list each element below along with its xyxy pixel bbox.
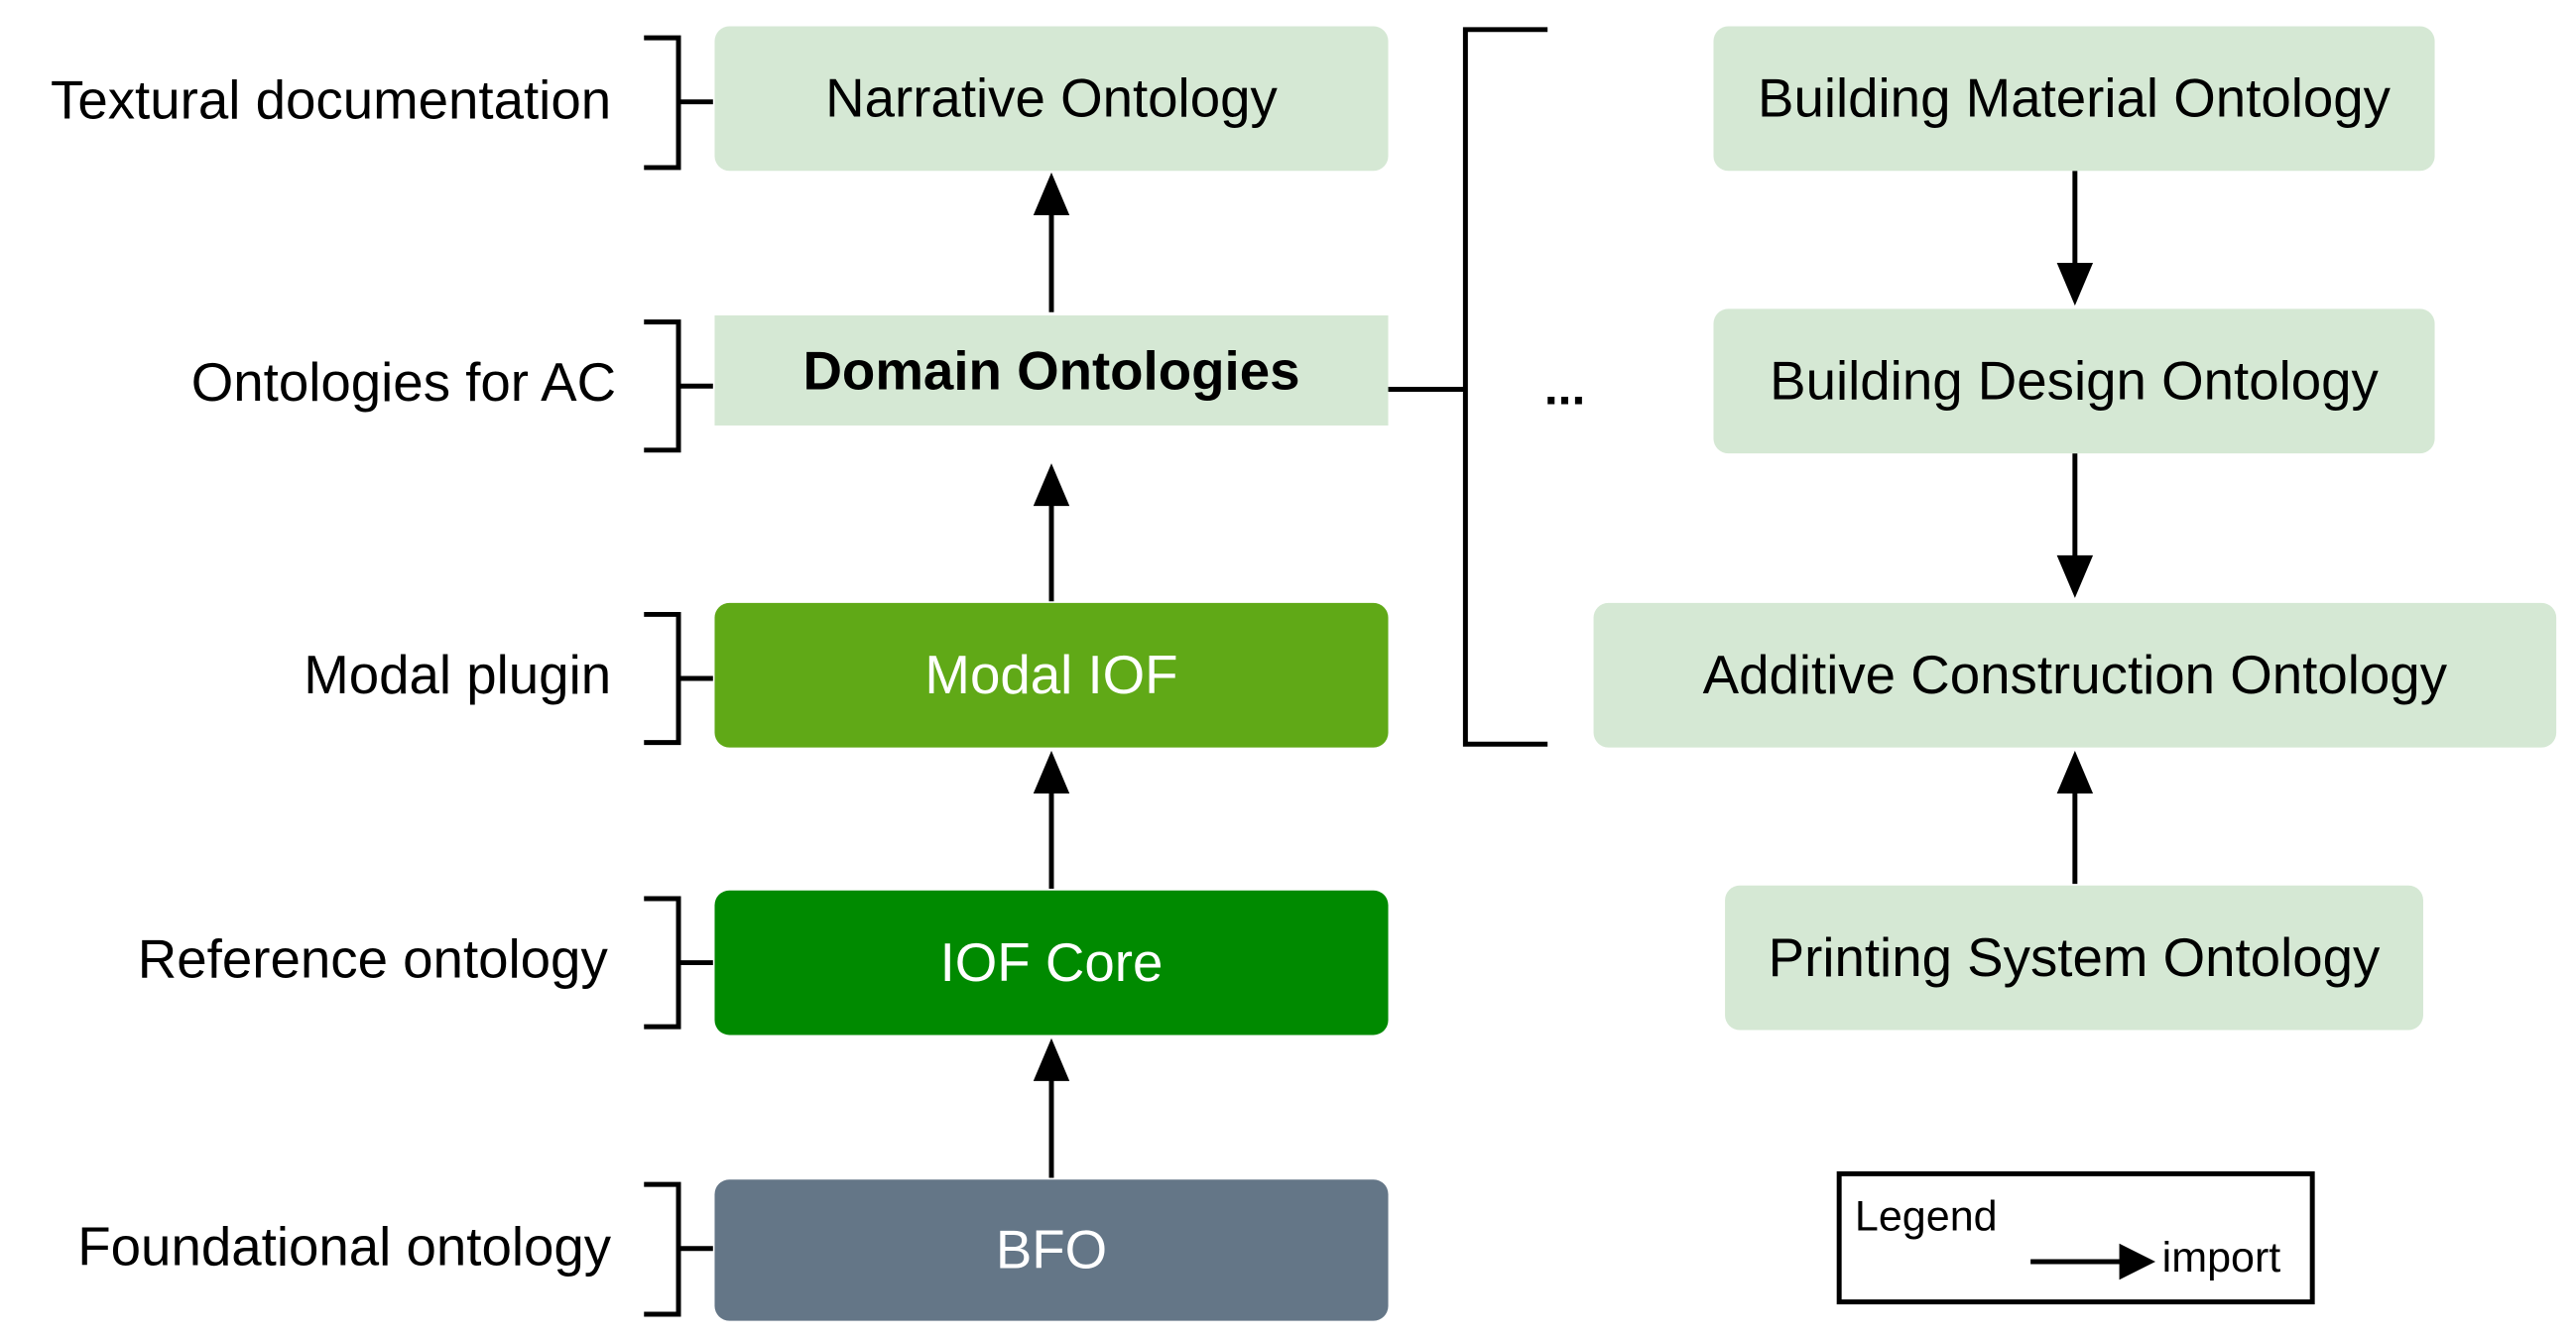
domain-import-arrows: [2056, 171, 2094, 885]
bracket-ac: [644, 319, 713, 453]
iof-core-box: IOF Core: [714, 890, 1389, 1036]
legend-import-arrow-icon: [2030, 1243, 2155, 1281]
legend: Legend import: [1836, 1170, 2315, 1305]
layer-label-ac: Ontologies for AC: [190, 351, 617, 413]
more-ontologies-ellipsis: ...: [1543, 361, 1586, 417]
bracket-modal: [644, 611, 713, 746]
bracket-foundational: [644, 1181, 713, 1317]
narrative-ontology-box: Narrative Ontology: [714, 26, 1389, 172]
legend-import-label: import: [2161, 1232, 2281, 1281]
building-design-ontology-box: Building Design Ontology: [1713, 308, 2435, 454]
layer-label-reference: Reference ontology: [137, 927, 608, 990]
bfo-box: BFO: [714, 1179, 1389, 1321]
domain-group-bracket: [1388, 27, 1548, 747]
printing-system-ontology-box: Printing System Ontology: [1725, 885, 2423, 1031]
domain-ontologies-box: Domain Ontologies: [714, 315, 1389, 426]
layer-label-modal: Modal plugin: [304, 644, 612, 705]
layer-label-textural: Textural documentation: [51, 68, 612, 130]
building-material-ontology-box: Building Material Ontology: [1713, 26, 2435, 172]
layer-label-foundational: Foundational ontology: [77, 1215, 612, 1277]
modal-iof-box: Modal IOF: [714, 602, 1389, 748]
additive-construction-ontology-box: Additive Construction Ontology: [1593, 602, 2557, 748]
stack-import-arrows: [1033, 172, 1070, 1178]
bracket-reference: [644, 896, 713, 1030]
bracket-textural: [644, 35, 713, 171]
layer-brackets: [644, 35, 713, 1317]
legend-title: Legend: [1854, 1190, 1998, 1241]
